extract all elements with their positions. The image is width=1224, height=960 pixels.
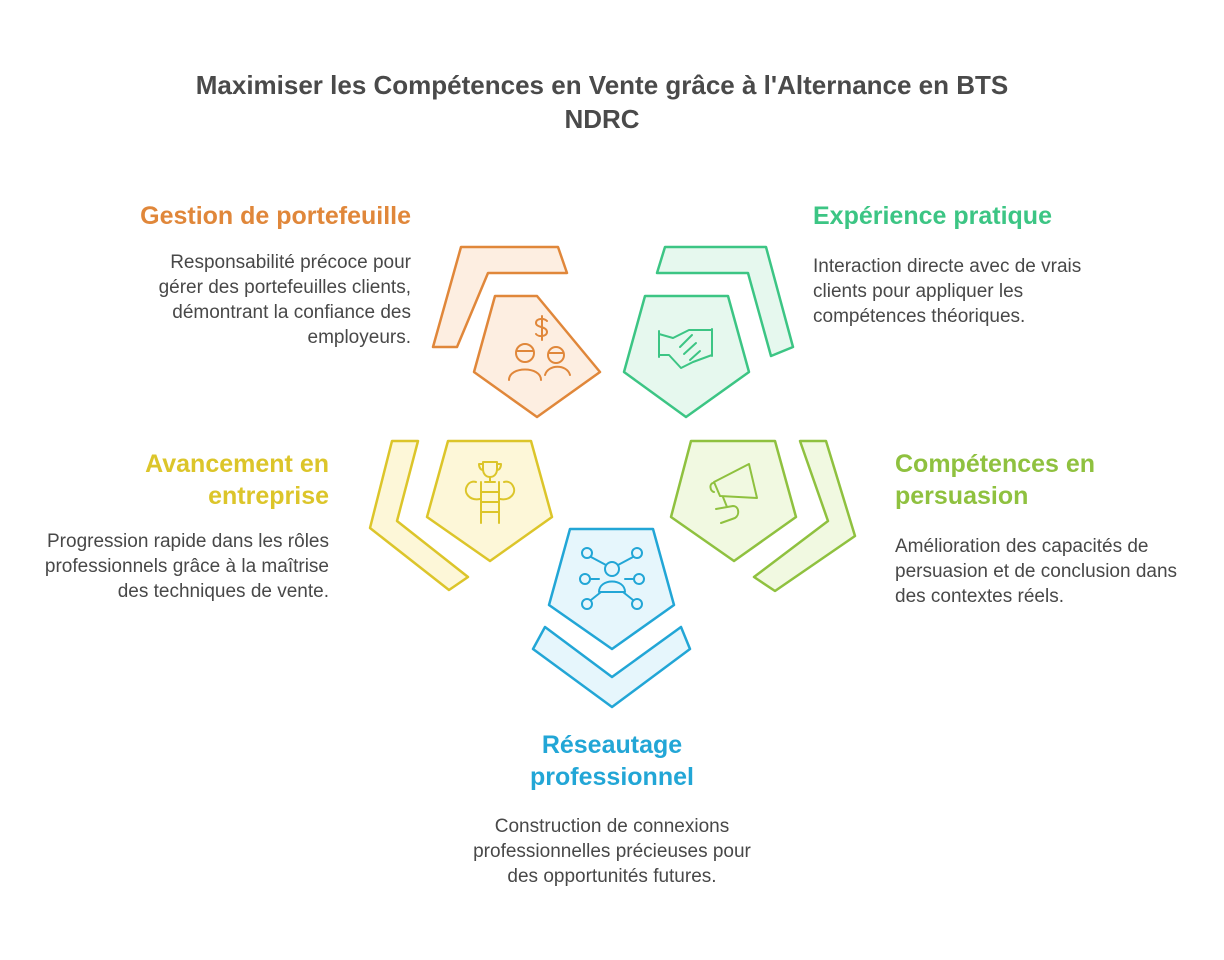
reseautage-chevron <box>531 625 692 709</box>
money-people-icon <box>508 315 571 381</box>
avancement-segment <box>368 439 554 592</box>
network-icon <box>579 547 645 610</box>
portefeuille-pentagon <box>472 294 602 419</box>
reseautage-heading: Réseautage professionnel <box>530 731 694 791</box>
avancement-heading: Avancement en entreprise <box>145 450 329 510</box>
portefeuille-description: Responsabilité précoce pour gérer des po… <box>158 252 411 348</box>
pratique-description: Interaction directe avec de vrais client… <box>813 256 1082 327</box>
portefeuille-segment <box>431 245 602 419</box>
reseautage-segment <box>531 527 692 709</box>
trophy-ladder-icon <box>464 461 516 524</box>
persuasion-chevron <box>752 439 857 593</box>
persuasion-pentagon <box>669 439 798 563</box>
avancement-chevron <box>368 439 470 592</box>
pratique-pentagon <box>622 294 751 419</box>
portefeuille-chevron <box>431 245 569 349</box>
reseautage-pentagon <box>547 527 676 651</box>
persuasion-heading: Compétences en persuasion <box>895 450 1096 510</box>
pratique-segment <box>622 245 795 419</box>
persuasion-segment <box>669 439 857 593</box>
avancement-description: Progression rapide dans les rôles profes… <box>44 531 329 602</box>
reseautage-description: Construction de connexions professionnel… <box>473 816 751 887</box>
page-title: Maximiser les Compétences en Vente grâce… <box>195 70 1009 134</box>
pratique-chevron <box>655 245 795 358</box>
pratique-heading: Expérience pratique <box>813 202 1052 230</box>
portefeuille-heading: Gestion de portefeuille <box>140 202 411 230</box>
persuasion-description: Amélioration des capacités de persuasion… <box>895 536 1178 607</box>
megaphone-icon <box>709 463 758 524</box>
handshake-icon <box>658 328 713 369</box>
